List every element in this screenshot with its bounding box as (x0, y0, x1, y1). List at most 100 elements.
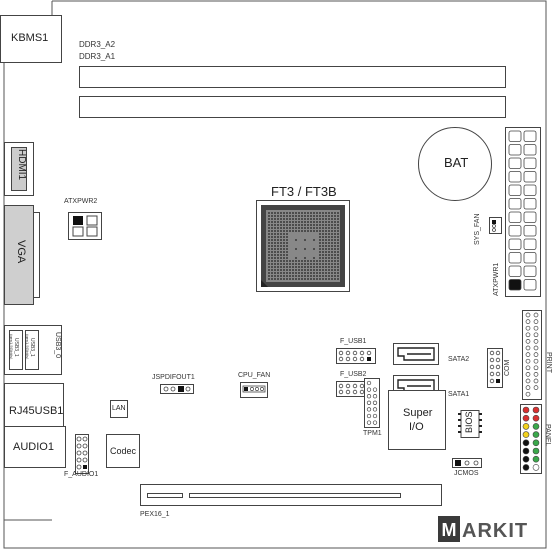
cpu-pin (295, 257, 297, 259)
cpu-pin (289, 218, 291, 220)
hdmi-inner (11, 147, 27, 191)
cpu-pin (286, 212, 288, 214)
cpu-pin (310, 230, 312, 232)
cpu-pin (298, 275, 300, 277)
cpu-pin (322, 239, 324, 241)
cpu-pin (286, 233, 288, 235)
cpu-pin (271, 248, 273, 250)
cpu-pin (268, 218, 270, 220)
usb3-gen-a: (gen1,5Gbit/s) (9, 334, 14, 360)
cpu-pin (307, 272, 309, 274)
cpu-pin (319, 230, 321, 232)
cpu-pin (328, 212, 330, 214)
atx-pin (523, 198, 537, 210)
cpu-pin (298, 260, 300, 262)
cpu-pin (310, 263, 312, 265)
cpu-pin (322, 212, 324, 214)
cpu-pin (301, 218, 303, 220)
cpu-pin (304, 272, 306, 274)
cpu-pin (304, 224, 306, 226)
cpu-pin (328, 215, 330, 217)
cpu-pin (295, 272, 297, 274)
tpm-pin (372, 394, 378, 399)
cpu-pin (322, 218, 324, 220)
cpu-pin (289, 230, 291, 232)
cpu-pin (292, 260, 294, 262)
cpu-pin (274, 221, 276, 223)
cpu-pin (313, 239, 315, 241)
atx-pin (508, 279, 522, 291)
cpu-pin (280, 215, 282, 217)
bat-label: BAT (444, 155, 469, 170)
panel-pin (522, 439, 530, 447)
cpu-pin (295, 215, 297, 217)
cpu-pin (301, 278, 303, 280)
cpu-pin (277, 245, 279, 247)
cpu-pin (277, 257, 279, 259)
print-pin (525, 372, 531, 377)
cpu-pin (277, 227, 279, 229)
cpu-pin (268, 257, 270, 259)
cpu-pin (283, 215, 285, 217)
cpu-pin (277, 233, 279, 235)
cpu-pin (307, 212, 309, 214)
cpu-pin (268, 236, 270, 238)
cpu-pin (331, 269, 333, 271)
jspdif-header (160, 384, 194, 394)
cpu-pin (268, 215, 270, 217)
cpu-pin (313, 278, 315, 280)
cpu-pin (268, 263, 270, 265)
panel-pin (522, 414, 530, 422)
cpu-pin (286, 272, 288, 274)
cpu-pin (307, 224, 309, 226)
cpu-pin (313, 263, 315, 265)
atx-pin (523, 265, 537, 277)
cpu-pin (304, 269, 306, 271)
cpu-pin (271, 275, 273, 277)
cpu-pin (298, 215, 300, 217)
cpu-pin (325, 218, 327, 220)
cpu-pin (295, 212, 297, 214)
cpu-pin (328, 251, 330, 253)
cpu-pin (271, 224, 273, 226)
cpu-pin (286, 248, 288, 250)
tpm-pin (372, 413, 378, 419)
cpu-pin (292, 266, 294, 268)
atx-pin (508, 225, 522, 237)
cpu-pin (310, 215, 312, 217)
sys-fan-label: SYS_FAN (474, 213, 481, 245)
tpm-pin (372, 387, 378, 392)
cpu-pin (274, 236, 276, 238)
cpu-pin (337, 254, 339, 256)
ddr-a2-label: DDR3_A2 (79, 40, 116, 49)
cpu-pin (331, 212, 333, 214)
cpu-pin (313, 269, 315, 271)
codec-label: Codec (110, 446, 137, 456)
cpu-pin (295, 269, 297, 271)
cpu-pin (295, 275, 297, 277)
tpm-label: TPM1 (363, 430, 382, 437)
super-io-chip: Super I/O (388, 390, 446, 450)
cpu-pin (310, 227, 312, 229)
cpu-pin (268, 221, 270, 223)
cpu-pin (271, 233, 273, 235)
cpu-pin (292, 221, 294, 223)
cpu-pin (289, 278, 291, 280)
super-io-line1: Super (403, 407, 433, 419)
cpu-pin (286, 242, 288, 244)
com-label: COM (504, 359, 511, 376)
cpu-pin (310, 272, 312, 274)
panel-pin (532, 406, 540, 414)
com-header (487, 348, 503, 388)
cpu-pin (286, 251, 288, 253)
cpu-pin (322, 263, 324, 265)
cpu-pin (277, 248, 279, 250)
cpu-pin (319, 269, 321, 271)
cpu-pin (334, 254, 336, 256)
cpu-pin (337, 227, 339, 229)
cpu-pin (325, 236, 327, 238)
atx-pin (508, 238, 522, 250)
cpu-pin (277, 236, 279, 238)
f-usb1-header (336, 348, 376, 364)
cpu-pin (283, 272, 285, 274)
